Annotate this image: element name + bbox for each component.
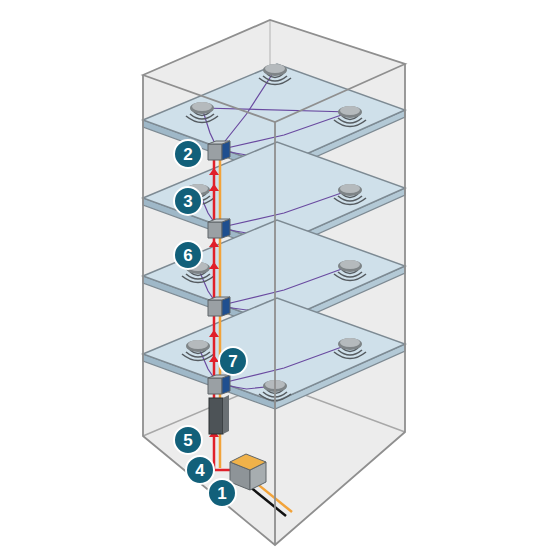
callout-text: 6 bbox=[183, 247, 192, 264]
antenna bbox=[334, 260, 366, 281]
callout-text: 1 bbox=[217, 485, 226, 502]
building bbox=[143, 20, 405, 545]
antenna bbox=[182, 340, 214, 361]
remote-unit bbox=[208, 141, 230, 160]
head-end-unit bbox=[209, 395, 229, 434]
antenna-cable bbox=[218, 344, 350, 384]
antenna bbox=[334, 338, 366, 359]
callout-text: 5 bbox=[183, 432, 192, 449]
callout-number: 3 bbox=[173, 186, 203, 216]
remote-unit bbox=[208, 219, 230, 238]
antenna bbox=[334, 184, 366, 205]
remote-unit bbox=[208, 297, 230, 316]
riser bbox=[208, 141, 292, 516]
callout-text: 4 bbox=[195, 462, 204, 479]
building-edges bbox=[143, 20, 405, 545]
callout-number: 4 bbox=[185, 455, 215, 485]
callout-number: 2 bbox=[173, 139, 203, 169]
callout-number: 7 bbox=[218, 346, 248, 376]
antenna bbox=[186, 102, 218, 123]
callout-text: 7 bbox=[228, 353, 237, 370]
antenna bbox=[334, 106, 366, 127]
callout-text: 2 bbox=[183, 146, 192, 163]
signal-source-box bbox=[230, 454, 266, 490]
callout-number: 6 bbox=[173, 240, 203, 270]
floor-slab bbox=[143, 298, 405, 409]
callout-number: 1 bbox=[207, 478, 237, 508]
remote-unit bbox=[208, 375, 230, 394]
callout-text: 3 bbox=[183, 193, 192, 210]
callout-number: 5 bbox=[173, 425, 203, 455]
antenna bbox=[259, 64, 291, 85]
